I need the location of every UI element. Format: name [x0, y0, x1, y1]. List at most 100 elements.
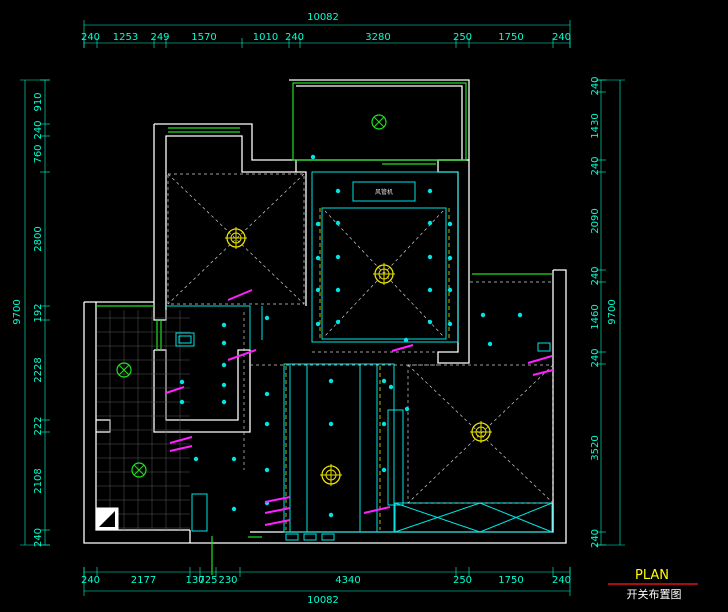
downlight-icon	[231, 456, 237, 462]
right-total-dimension: 9700	[607, 299, 618, 324]
bottom-dimension-5: 230	[218, 575, 237, 586]
downlight-icon	[335, 254, 341, 260]
downlight-icon	[480, 312, 486, 318]
downlight-icon	[427, 287, 433, 293]
windows	[96, 82, 552, 575]
downlight-icon	[231, 506, 237, 512]
top-dimension-2: 1253	[113, 32, 138, 43]
switch-tag-icon	[363, 506, 391, 514]
switch-tag-icon	[227, 349, 257, 361]
switch-tag-icon	[169, 445, 193, 452]
toilet-icon	[95, 507, 119, 531]
left-dimension-4: 2800	[33, 226, 44, 251]
downlight-icon	[335, 188, 341, 194]
switch-tag-icon	[169, 436, 193, 444]
bottom-dimension-7: 250	[453, 575, 472, 586]
top-dimension-1: 240	[81, 32, 100, 43]
left-dimension-2: 240	[33, 120, 44, 139]
ceiling-lamp-icon	[225, 227, 247, 249]
downlight-icon	[264, 315, 270, 321]
right-dimension-6: 1460	[590, 304, 601, 329]
bottom-dimension-6: 4340	[335, 575, 360, 586]
top-dimension-5: 1010	[253, 32, 278, 43]
left-dimension-9: 240	[33, 528, 44, 547]
downlight-icon	[221, 399, 227, 405]
downlight-icon	[221, 382, 227, 388]
downlight-icon	[403, 337, 409, 343]
downlight-icon	[221, 340, 227, 346]
downlight-icon	[264, 421, 270, 427]
left-dimension-6: 2228	[33, 357, 44, 382]
bottom-dimension-8: 1750	[498, 575, 523, 586]
downlight-icon	[179, 379, 185, 385]
top-dimension-3: 249	[150, 32, 169, 43]
downlight-icon	[310, 154, 316, 160]
downlight-icon	[381, 421, 387, 427]
left-dimension-8: 2108	[33, 468, 44, 493]
left-dimension-7: 222	[33, 416, 44, 435]
top-dimension-10: 240	[552, 32, 571, 43]
right-dimension-7: 240	[590, 348, 601, 367]
ceiling-lamp-icon	[320, 464, 342, 486]
downlight-icon	[221, 322, 227, 328]
downlight-icon	[381, 378, 387, 384]
downlight-icon	[381, 467, 387, 473]
downlight-icon	[328, 378, 334, 384]
switch-tag-icon	[527, 355, 553, 364]
bottom-dimension-9: 240	[552, 575, 571, 586]
left-total-dimension: 9700	[12, 299, 23, 324]
top-total-dimension: 10082	[307, 12, 339, 23]
downlight-icon	[264, 391, 270, 397]
downlight-icon	[447, 287, 453, 293]
downlight-icon	[315, 255, 321, 261]
bottom-dimension-4: 725	[198, 575, 217, 586]
left-dimension-1: 910	[33, 92, 44, 111]
air-duct-unit-label: 风管机	[375, 188, 393, 196]
switch-tag-icon	[264, 507, 291, 514]
downlight-icon	[517, 312, 523, 318]
right-dimension-8: 3520	[590, 435, 601, 460]
downlight-icon	[388, 384, 394, 390]
downlight-icon	[427, 319, 433, 325]
downlight-icon	[328, 421, 334, 427]
downlight-icon	[315, 321, 321, 327]
ceiling-outlines	[166, 171, 553, 541]
downlight-icon	[335, 319, 341, 325]
downlight-icon	[221, 362, 227, 368]
top-dimension-6: 240	[285, 32, 304, 43]
walls	[83, 79, 567, 544]
right-dimension-9: 240	[590, 529, 601, 548]
downlight-icon	[447, 221, 453, 227]
top-dimension-8: 250	[453, 32, 472, 43]
switch-tag-icon	[391, 344, 414, 352]
bottom-dimension-2: 2177	[131, 575, 156, 586]
bottom-dimension-3: 130	[185, 575, 204, 586]
dimension-lines	[20, 20, 625, 596]
drawing-subtitle: 开关布置图	[627, 587, 682, 601]
right-dimension-4: 2090	[590, 208, 601, 233]
top-dimension-9: 1750	[498, 32, 523, 43]
switch-tag-icon	[227, 289, 253, 301]
right-dimension-3: 240	[590, 156, 601, 175]
bottom-total-dimension: 10082	[307, 595, 339, 606]
left-dimension-3: 760	[33, 144, 44, 163]
downlight-icon	[487, 341, 493, 347]
ceiling-lamp-icon	[470, 421, 492, 443]
switch-tag-icon	[165, 386, 185, 394]
downlight-icon	[404, 406, 410, 412]
switch-tag-icon	[532, 369, 554, 376]
led-strips	[285, 208, 450, 530]
right-dimension-1: 240	[590, 76, 601, 95]
switch-tag-icon	[264, 496, 291, 503]
downlight-icon	[193, 456, 199, 462]
downlight-icon	[335, 220, 341, 226]
exhaust-fan-icon	[131, 462, 147, 478]
exhaust-fan-icon	[116, 362, 132, 378]
top-dimension-4: 1570	[191, 32, 216, 43]
left-dimension-5: 192	[33, 303, 44, 322]
downlight-icon	[427, 254, 433, 260]
downlight-icon	[328, 512, 334, 518]
top-dimension-7: 3280	[365, 32, 390, 43]
ceiling-lamp-icon	[373, 263, 395, 285]
